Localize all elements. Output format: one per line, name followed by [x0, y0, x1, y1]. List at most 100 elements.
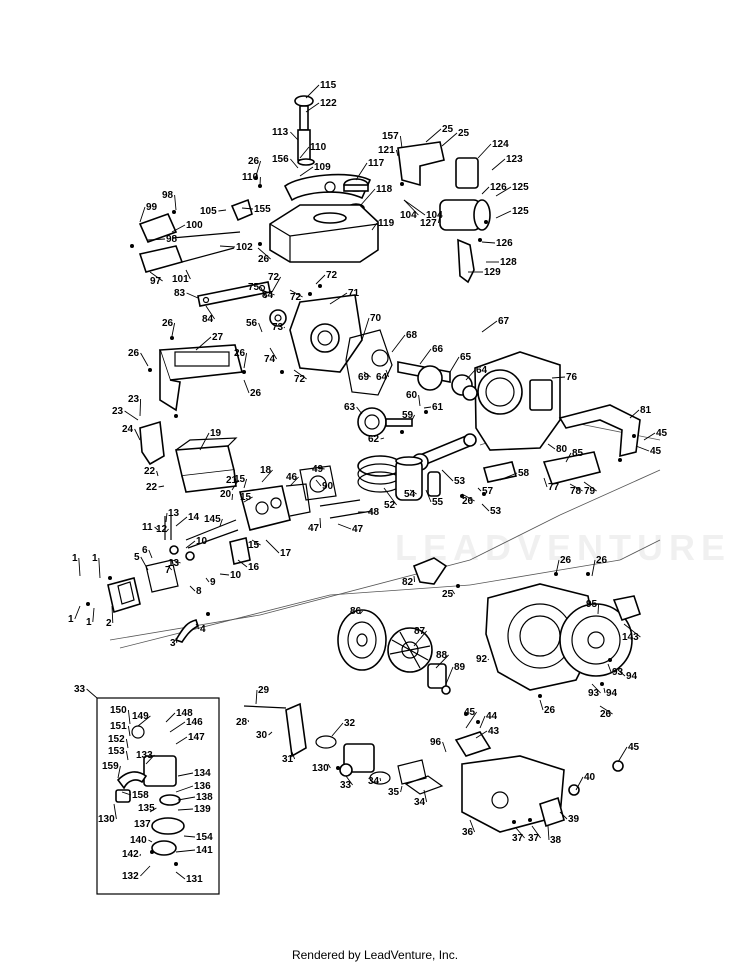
- callout-leader: [317, 467, 325, 470]
- callout-number: 125: [512, 182, 529, 193]
- callout-leader: [183, 835, 196, 838]
- part-callout: 83: [174, 288, 199, 299]
- callout-leader: [177, 808, 194, 811]
- callout-number: 1: [68, 614, 74, 625]
- callout-number: 134: [194, 768, 211, 779]
- callout-number: 110: [310, 142, 327, 153]
- camshaft-gear: [357, 407, 413, 437]
- callout-number: 59: [402, 410, 414, 421]
- piston-and-rings: [357, 455, 441, 501]
- callout-number: 87: [414, 626, 426, 637]
- part-callout: 82: [402, 575, 416, 588]
- part-callout: 39: [559, 811, 580, 825]
- callout-leader: [125, 750, 129, 761]
- callout-number: 39: [568, 814, 580, 825]
- part-callout: 77: [543, 477, 560, 493]
- part-callout: 26: [591, 555, 608, 577]
- callout-number: 18: [260, 465, 272, 476]
- flywheel: [337, 609, 387, 671]
- cylinder-head: [238, 483, 311, 531]
- callout-leader: [451, 589, 455, 595]
- watermark-text: LEADVENTURE: [395, 527, 731, 568]
- callout-leader: [481, 241, 496, 244]
- callout-number: 13: [168, 558, 180, 569]
- callout-number: 26: [600, 709, 612, 720]
- callout-leader: [258, 322, 263, 333]
- callout-number: 57: [482, 486, 494, 497]
- part-callout: 137: [134, 819, 153, 830]
- callout-number: 143: [622, 632, 639, 643]
- callout-leader: [391, 334, 406, 353]
- callout-leader: [171, 224, 186, 233]
- part-callout: 26: [257, 247, 271, 265]
- part-callout: 44: [479, 711, 498, 729]
- callout-leader: [299, 146, 310, 159]
- part-callout: 55: [425, 489, 444, 508]
- callout-number: 25: [442, 124, 454, 135]
- part-callout: 133: [136, 750, 155, 765]
- callout-leader: [305, 102, 320, 113]
- callout-number: 34: [368, 776, 380, 787]
- callout-leader: [423, 789, 428, 803]
- part-callout: 154: [183, 832, 213, 843]
- part-callout: 34: [414, 789, 428, 808]
- callout-number: 152: [108, 734, 125, 745]
- part-callout: 22: [146, 482, 165, 493]
- part-callout: 80: [547, 443, 568, 455]
- callout-leader: [623, 623, 641, 638]
- starter-cup: [427, 663, 451, 695]
- crankshaft: [397, 361, 473, 396]
- callout-leader: [481, 186, 490, 195]
- part-callout: 16: [237, 559, 260, 573]
- air-filter-cover: [539, 760, 624, 828]
- callout-number: 10: [230, 570, 242, 581]
- callout-leader: [359, 610, 363, 615]
- callout-leader: [149, 807, 157, 813]
- part-callout: 88: [435, 650, 449, 669]
- callout-number: 26: [544, 705, 556, 716]
- callout-leader: [175, 849, 196, 853]
- callout-number: 104: [400, 210, 417, 221]
- part-callout: 100: [171, 220, 203, 233]
- part-callout: 8: [189, 585, 202, 597]
- part-callout: 28: [236, 717, 250, 728]
- callout-leader: [599, 705, 613, 715]
- callout-number: 45: [464, 707, 476, 718]
- callout-number: 100: [186, 220, 203, 231]
- callout-number: 98: [166, 234, 178, 245]
- callout-leader: [315, 479, 322, 487]
- callout-number: 26: [596, 555, 608, 566]
- breather-tube: [174, 619, 199, 643]
- callout-leader: [495, 210, 512, 219]
- callout-number: 101: [172, 274, 189, 285]
- callout-leader: [481, 320, 498, 333]
- callout-leader: [481, 503, 490, 512]
- callout-number: 54: [404, 489, 416, 500]
- callout-leader: [113, 803, 117, 820]
- callout-number: 155: [254, 204, 271, 215]
- fan-housing-bracket: [412, 557, 448, 585]
- callout-number: 154: [196, 832, 213, 843]
- part-callout: 72: [315, 270, 338, 285]
- callout-leader: [261, 469, 273, 483]
- valve-train: [164, 516, 239, 561]
- callout-leader: [218, 209, 227, 212]
- part-callout: 26: [461, 493, 475, 507]
- part-callout: 29: [255, 685, 270, 705]
- callout-leader: [400, 785, 403, 793]
- callout-number: 80: [556, 444, 568, 455]
- callout-number: 26: [248, 156, 260, 167]
- callout-leader: [175, 637, 178, 644]
- part-callout: 96: [430, 737, 447, 753]
- callout-leader: [305, 84, 320, 99]
- part-callout: 76: [551, 372, 578, 383]
- callout-number: 109: [314, 162, 331, 173]
- callout-leader: [174, 194, 177, 211]
- callout-number: 89: [454, 662, 466, 673]
- part-callout: 98: [162, 190, 177, 211]
- part-callout: 74: [264, 347, 277, 365]
- callout-number: 126: [496, 238, 513, 249]
- part-callout: 89: [445, 662, 466, 685]
- callout-number: 16: [248, 562, 260, 573]
- part-callout: 13: [168, 558, 181, 569]
